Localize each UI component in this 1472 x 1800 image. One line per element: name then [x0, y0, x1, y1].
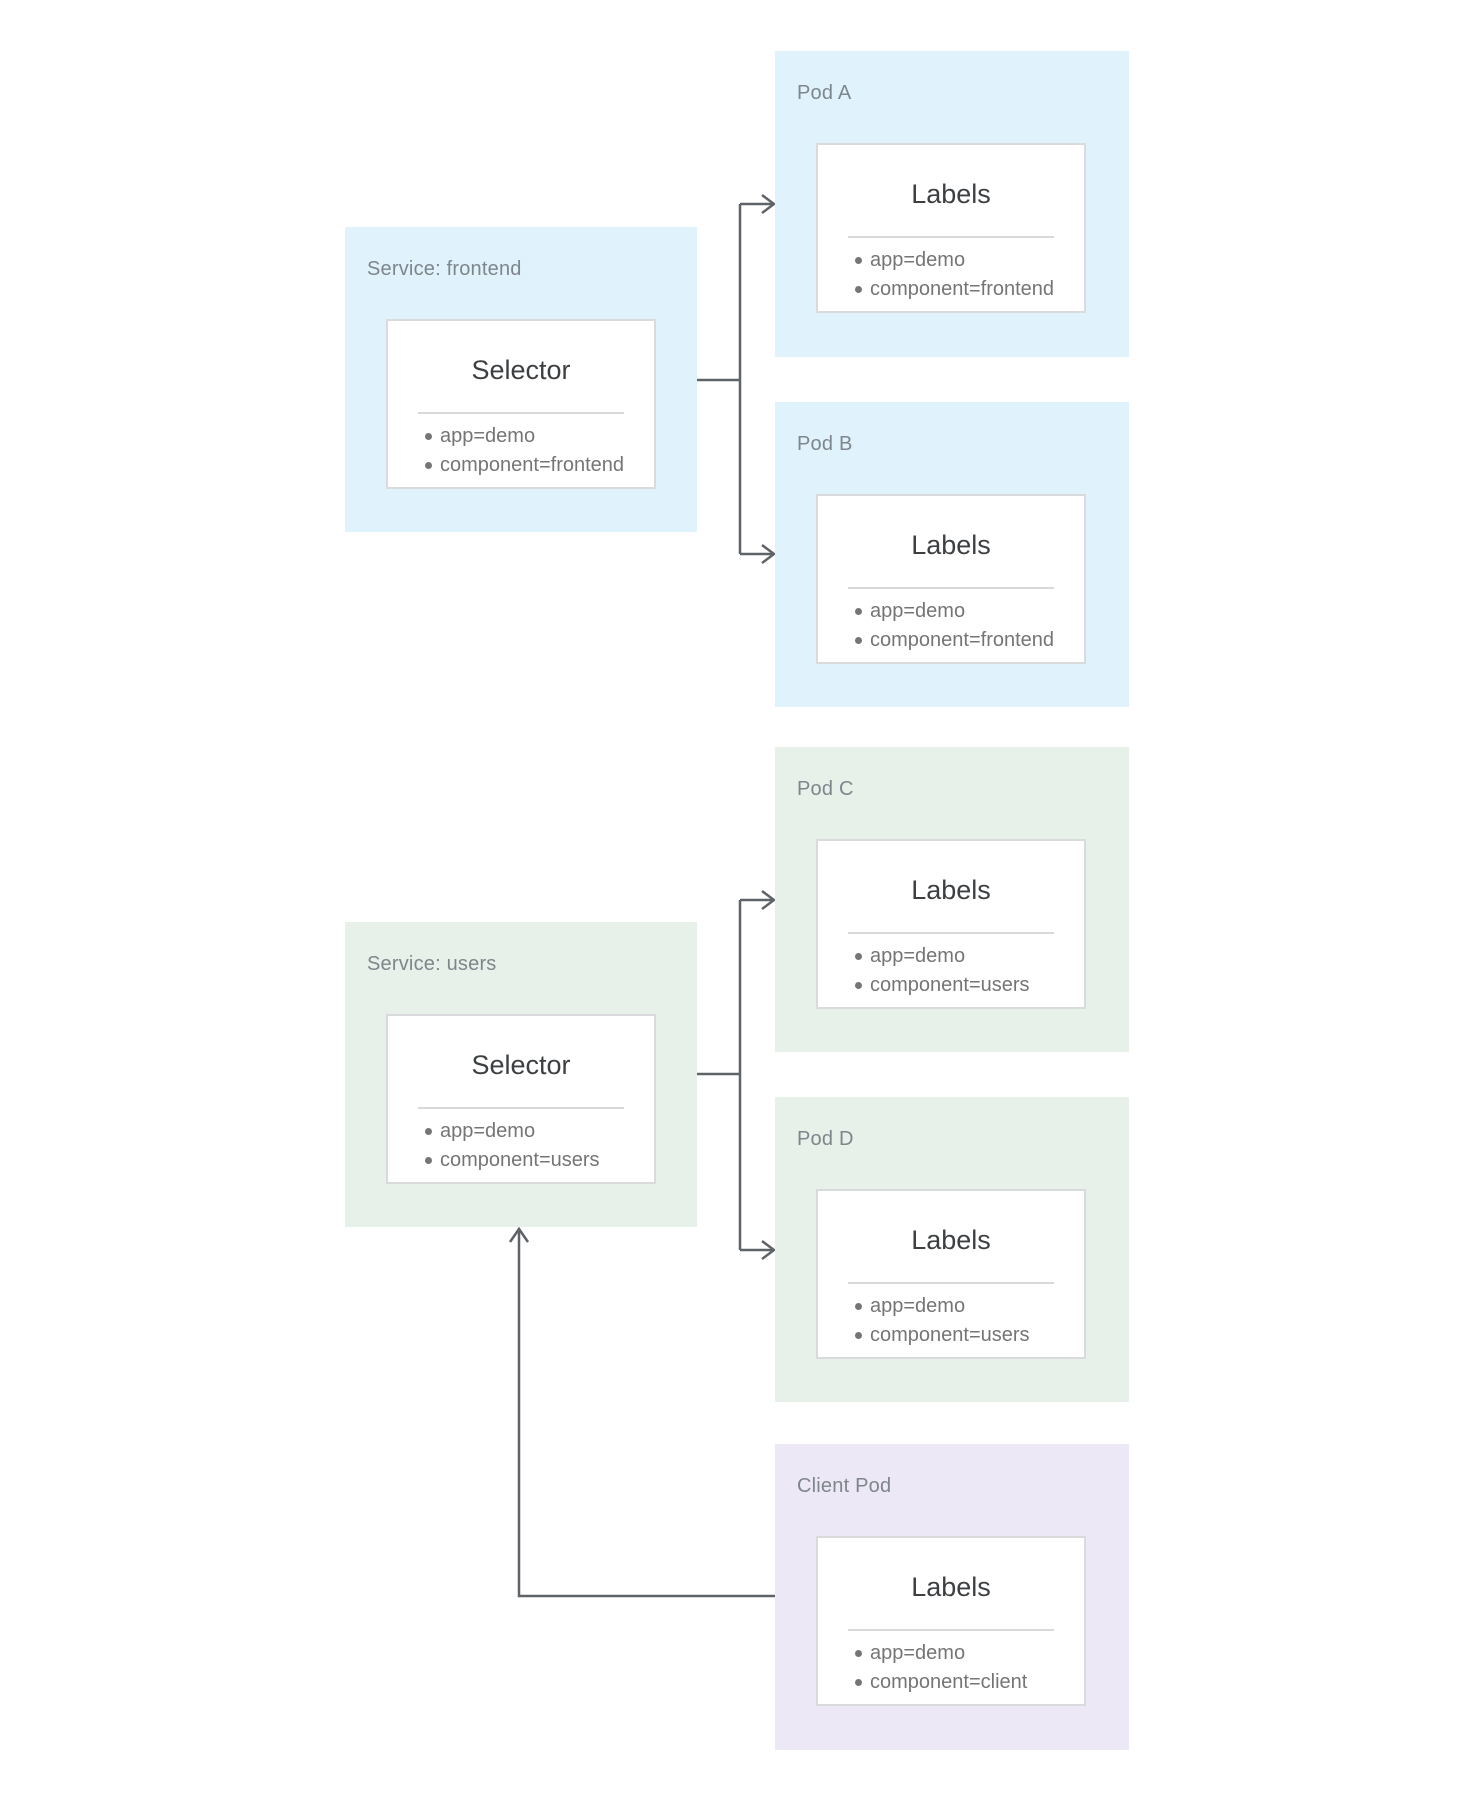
service-frontend-selector-card: Selector app=demo component=frontend	[386, 319, 656, 489]
card-divider	[848, 932, 1054, 934]
card-divider	[418, 412, 624, 414]
service-users-title: Service: users	[367, 953, 497, 975]
card-divider	[848, 587, 1054, 589]
pod-c-labels-card: Labels app=demo component=users	[816, 839, 1086, 1009]
pod-a-box: Pod A Labels app=demo component=frontend	[775, 51, 1129, 357]
selector-item: component=users	[425, 1146, 654, 1175]
pod-b-box: Pod B Labels app=demo component=frontend	[775, 402, 1129, 707]
arrowhead-to-pod-b-icon	[761, 544, 777, 564]
arrowhead-to-pod-a-icon	[761, 194, 777, 214]
label-item: app=demo	[855, 246, 1084, 275]
selector-list: app=demo component=frontend	[388, 422, 654, 480]
pod-a-labels-card: Labels app=demo component=frontend	[816, 143, 1086, 313]
labels-list: app=demo component=frontend	[818, 597, 1084, 655]
labels-list: app=demo component=users	[818, 942, 1084, 1000]
selector-item: component=frontend	[425, 451, 654, 480]
label-item: component=client	[855, 1668, 1084, 1697]
card-divider	[848, 236, 1054, 238]
label-item: app=demo	[855, 597, 1084, 626]
labels-card-title: Labels	[911, 530, 991, 560]
label-item: app=demo	[855, 1639, 1084, 1668]
labels-card-title: Labels	[911, 179, 991, 209]
selector-card-title: Selector	[471, 355, 571, 385]
label-item: component=users	[855, 971, 1084, 1000]
pod-d-labels-card: Labels app=demo component=users	[816, 1189, 1086, 1359]
arrowhead-to-pod-d-icon	[761, 1240, 777, 1260]
pod-b-title: Pod B	[797, 433, 853, 455]
card-divider	[848, 1629, 1054, 1631]
pod-c-title: Pod C	[797, 778, 854, 800]
labels-card-title: Labels	[911, 875, 991, 905]
labels-list: app=demo component=frontend	[818, 246, 1084, 304]
arrowhead-to-pod-c-icon	[761, 890, 777, 910]
label-item: component=users	[855, 1321, 1084, 1350]
pod-d-title: Pod D	[797, 1128, 854, 1150]
labels-card-title: Labels	[911, 1225, 991, 1255]
arrow-users-service-to-pods-line	[697, 898, 772, 1252]
arrow-frontend-service-to-pods-line	[697, 202, 772, 556]
arrowhead-to-users-service-icon	[508, 1226, 530, 1243]
card-divider	[418, 1107, 624, 1109]
selector-item: app=demo	[425, 1117, 654, 1146]
client-pod-title: Client Pod	[797, 1475, 892, 1497]
card-divider	[848, 1282, 1054, 1284]
label-item: app=demo	[855, 1292, 1084, 1321]
label-item: component=frontend	[855, 275, 1084, 304]
pod-d-box: Pod D Labels app=demo component=users	[775, 1097, 1129, 1402]
selector-list: app=demo component=users	[388, 1117, 654, 1175]
labels-list: app=demo component=users	[818, 1292, 1084, 1350]
pod-c-box: Pod C Labels app=demo component=users	[775, 747, 1129, 1052]
labels-card-title: Labels	[911, 1572, 991, 1602]
service-frontend-box: Service: frontend Selector app=demo comp…	[345, 227, 697, 532]
label-item: component=frontend	[855, 626, 1084, 655]
pod-b-labels-card: Labels app=demo component=frontend	[816, 494, 1086, 664]
pod-a-title: Pod A	[797, 82, 852, 104]
selector-card-title: Selector	[471, 1050, 571, 1080]
service-users-box: Service: users Selector app=demo compone…	[345, 922, 697, 1227]
selector-item: app=demo	[425, 422, 654, 451]
service-frontend-title: Service: frontend	[367, 258, 522, 280]
arrow-client-pod-to-users-service-line	[517, 1231, 775, 1598]
service-users-selector-card: Selector app=demo component=users	[386, 1014, 656, 1184]
client-pod-labels-card: Labels app=demo component=client	[816, 1536, 1086, 1706]
label-item: app=demo	[855, 942, 1084, 971]
client-pod-box: Client Pod Labels app=demo component=cli…	[775, 1444, 1129, 1750]
labels-list: app=demo component=client	[818, 1639, 1084, 1697]
